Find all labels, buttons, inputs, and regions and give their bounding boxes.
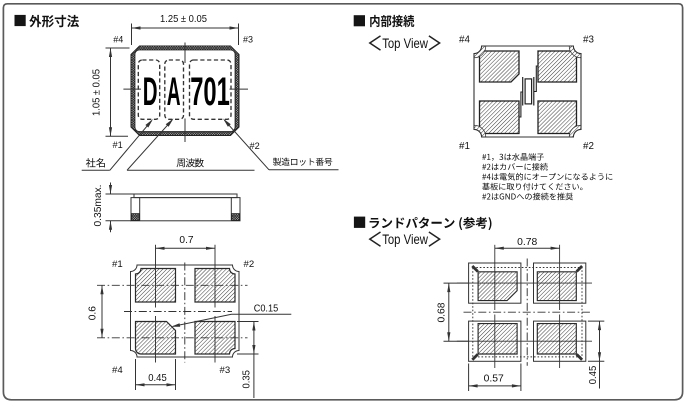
svg-text:Top View: Top View — [382, 232, 428, 248]
svg-text:A: A — [167, 70, 181, 114]
svg-text:#1: #1 — [112, 259, 123, 270]
svg-text:#1: #1 — [459, 141, 470, 152]
svg-text:0.35max.: 0.35max. — [93, 185, 104, 227]
svg-text:0.7: 0.7 — [179, 235, 193, 246]
svg-text:0.6: 0.6 — [87, 306, 98, 320]
svg-text:1.25 ± 0.05: 1.25 ± 0.05 — [160, 14, 207, 25]
svg-text:C0.15: C0.15 — [254, 303, 279, 314]
svg-text:#4: #4 — [112, 365, 123, 376]
svg-text:#3: #3 — [243, 34, 253, 44]
svg-text:#2: #2 — [250, 141, 260, 151]
svg-text:0.45: 0.45 — [148, 373, 167, 384]
svg-text:#3: #3 — [220, 365, 231, 376]
svg-text:#4: #4 — [459, 34, 470, 45]
svg-text:0.78: 0.78 — [517, 237, 537, 248]
svg-text:0.35: 0.35 — [242, 370, 253, 389]
svg-text:701: 701 — [190, 70, 230, 114]
svg-text:#4: #4 — [113, 34, 123, 44]
svg-text:#3: #3 — [583, 34, 594, 45]
svg-text:#2: #2 — [244, 259, 255, 270]
svg-text:D: D — [143, 70, 158, 114]
svg-text:0.68: 0.68 — [436, 302, 447, 322]
svg-text:0.57: 0.57 — [484, 373, 504, 384]
svg-text:Top View: Top View — [382, 36, 428, 52]
svg-text:0.45: 0.45 — [588, 365, 599, 384]
svg-text:#1: #1 — [113, 140, 123, 150]
svg-text:#2: #2 — [583, 141, 594, 152]
svg-text:1.05 ± 0.05: 1.05 ± 0.05 — [91, 69, 102, 116]
